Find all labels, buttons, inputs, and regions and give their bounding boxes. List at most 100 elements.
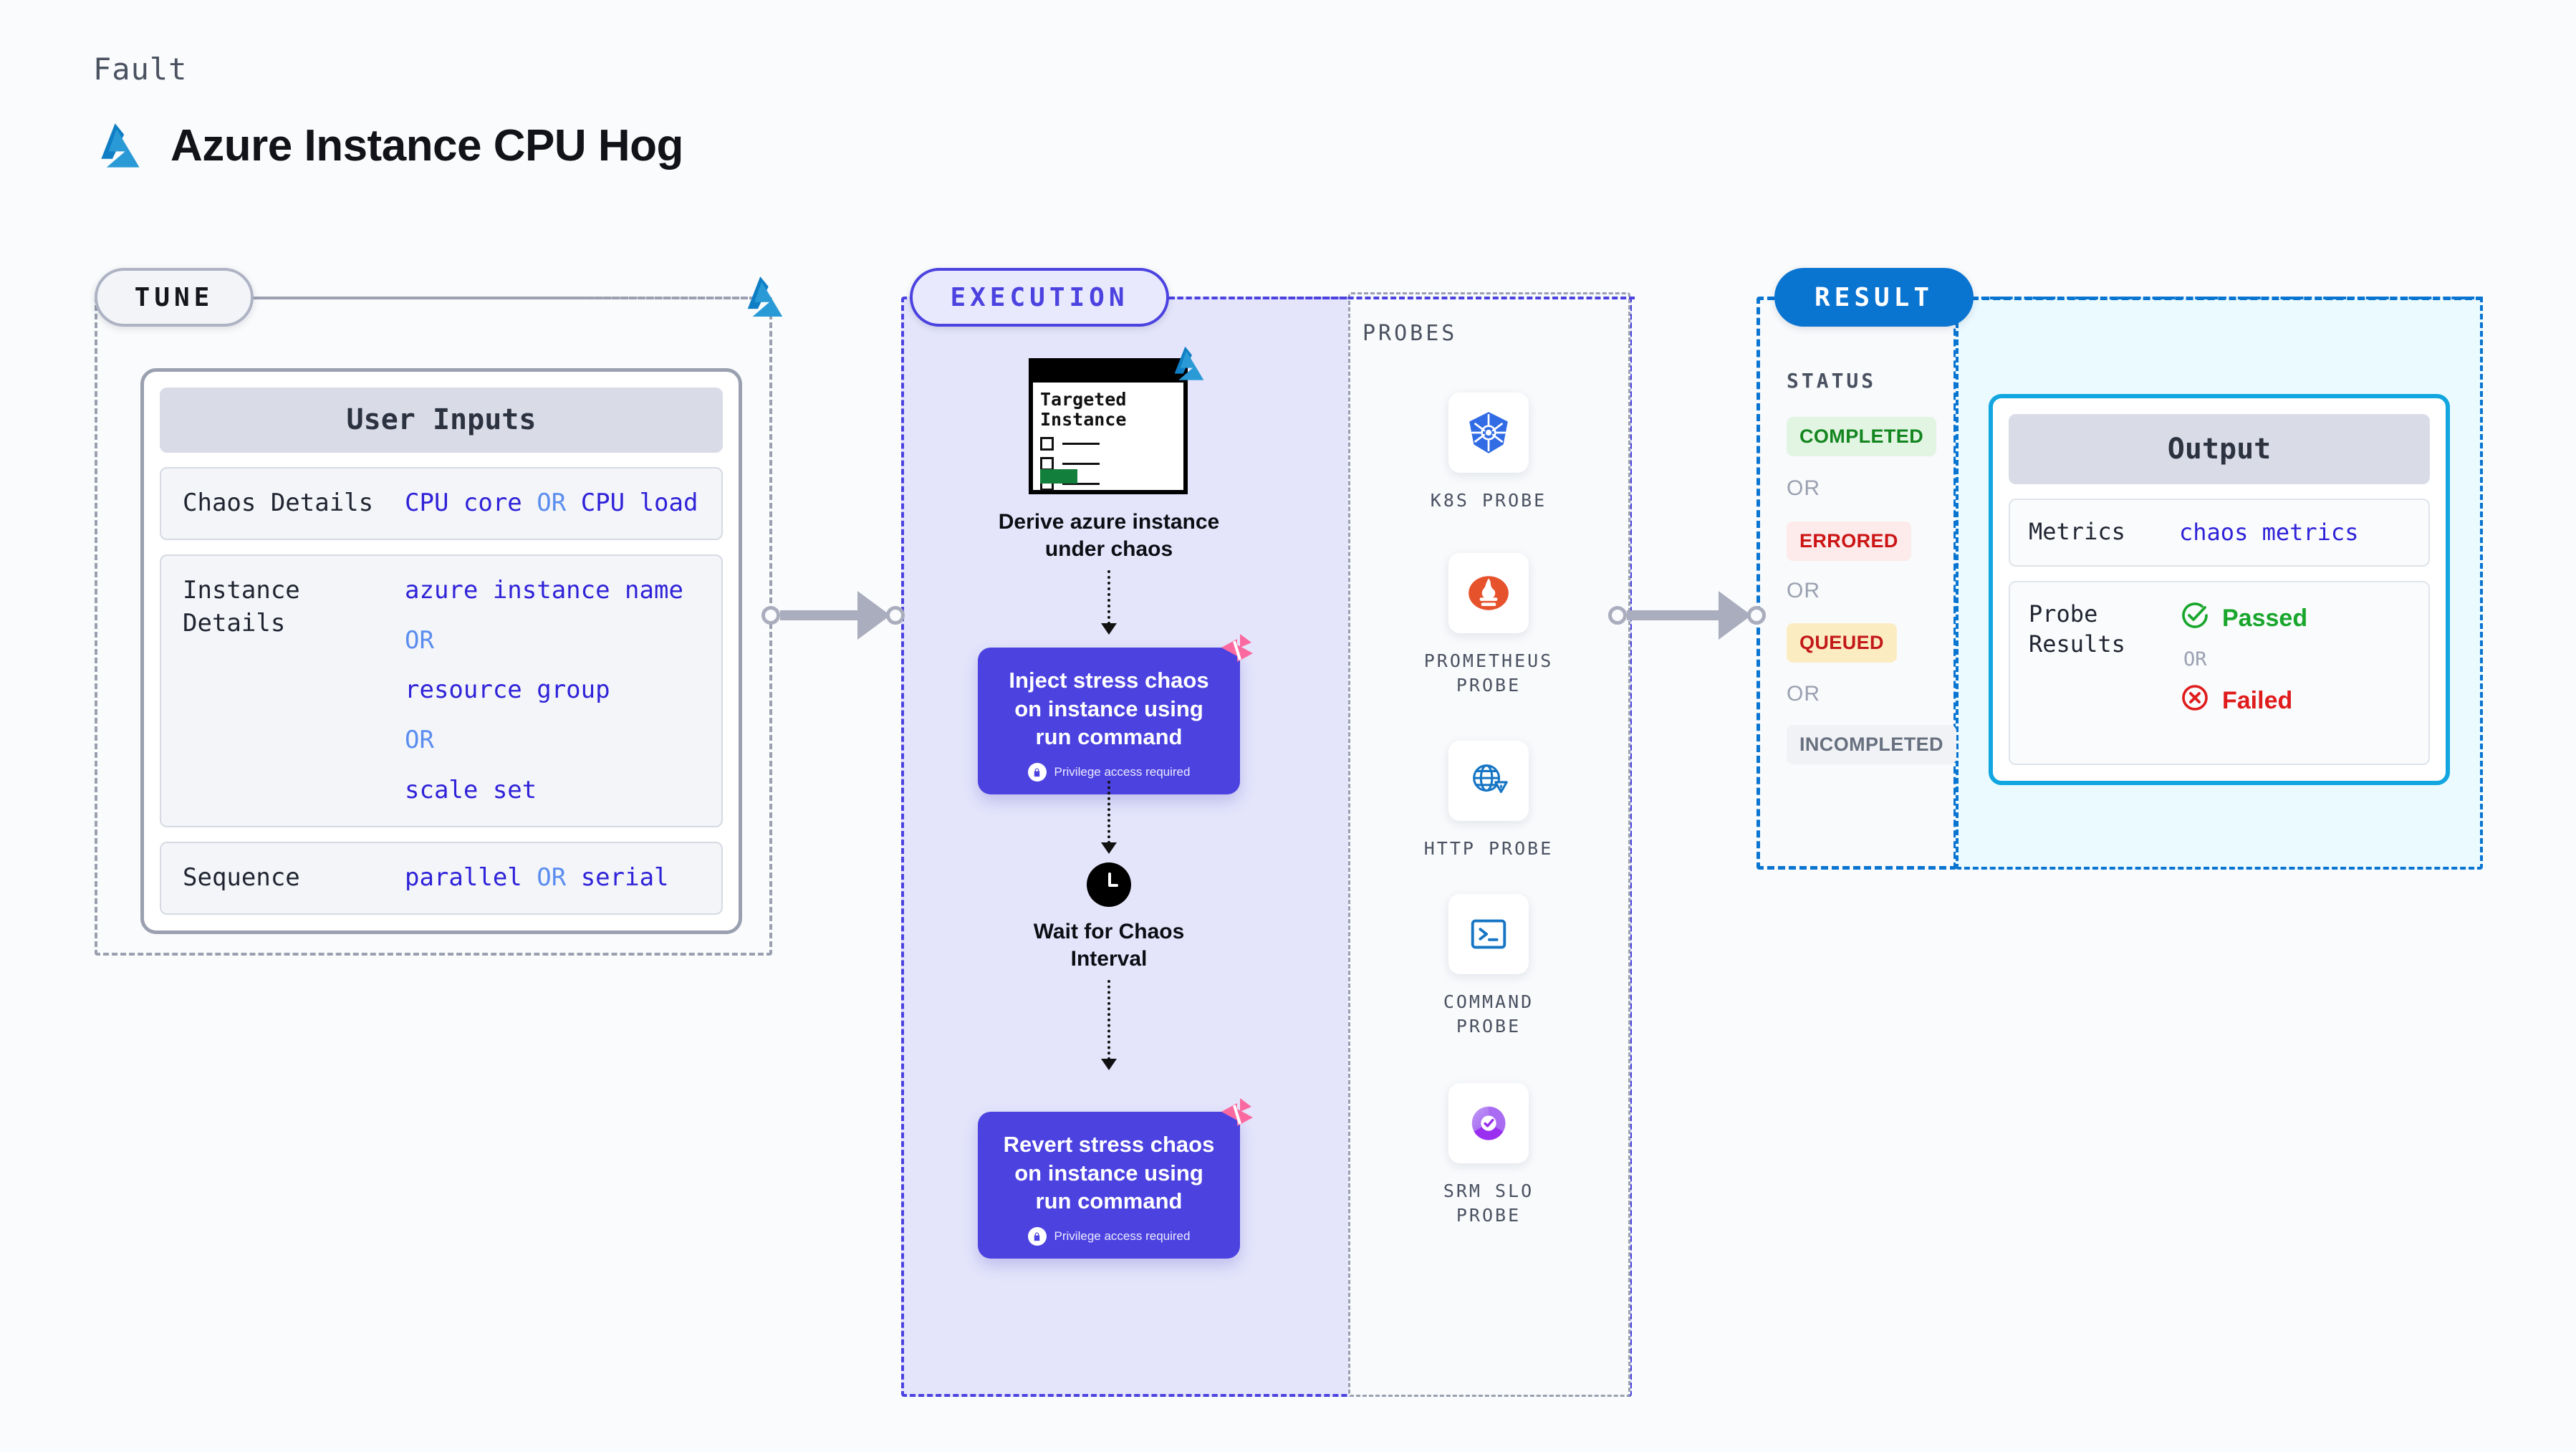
window-title-bar — [1029, 358, 1188, 383]
connector-tune-to-execution — [761, 591, 905, 640]
probe-label: K8S PROBE — [1430, 490, 1547, 511]
flow-arrow-line — [1107, 781, 1110, 844]
connector-dot — [761, 606, 780, 625]
result-panel — [1756, 297, 1957, 870]
instance-details-values: azure instance name OR resource group OR… — [405, 574, 683, 807]
sequence-value: parallel OR serial — [405, 862, 669, 895]
tune-badge[interactable]: TUNE — [95, 268, 254, 327]
terminal-icon — [1448, 894, 1529, 974]
connector-dot — [1747, 606, 1766, 625]
failed-label: Failed — [2222, 686, 2293, 714]
probe-label: COMMAND PROBE — [1443, 991, 1534, 1037]
metrics-key: Metrics — [2029, 518, 2125, 545]
arrow-head-icon — [857, 591, 890, 640]
inject-privilege-text: Privilege access required — [1054, 765, 1191, 779]
inject-privilege-note: Privilege access required — [992, 763, 1226, 782]
status-badge-completed: COMPLETED — [1787, 417, 1937, 456]
lock-icon — [1027, 763, 1047, 782]
targeted-instance-title: Targeted Instance — [1040, 389, 1127, 430]
clock-icon — [1087, 862, 1131, 907]
probe-results-key: Probe Results — [2029, 600, 2125, 658]
placeholder-line — [1062, 443, 1100, 445]
instance-details-key: Instance Details — [183, 575, 300, 638]
litmus-chaos-icon — [1219, 632, 1256, 673]
probe-http[interactable]: HTTP PROBE — [1388, 741, 1589, 861]
placeholder-line — [1062, 463, 1100, 465]
fault-kicker: Fault — [93, 52, 188, 87]
revert-stress-card[interactable]: Revert stress chaos on instance using ru… — [978, 1098, 1253, 1259]
metrics-value: chaos metrics — [2179, 519, 2359, 546]
sequence-value-a: parallel — [405, 863, 522, 893]
passed-label: Passed — [2222, 604, 2308, 632]
table-row: Chaos Details CPU core OR CPU load — [160, 466, 723, 540]
execution-flow: Targeted Instance Derive azure instance … — [901, 297, 1348, 1397]
flow-arrow-line — [1107, 570, 1110, 625]
chaos-details-key: Chaos Details — [183, 488, 374, 517]
table-row: Instance Details azure instance name OR … — [160, 554, 723, 828]
probes-title: PROBES — [1363, 321, 1458, 346]
inject-stress-card[interactable]: Inject stress chaos on instance using ru… — [978, 634, 1253, 795]
execution-dash-line — [1169, 297, 1635, 299]
page-title: Azure Instance CPU Hog — [170, 121, 683, 170]
probe-srm-slo[interactable]: SRM SLO PROBE — [1388, 1083, 1589, 1228]
result-badge[interactable]: RESULT — [1774, 268, 1974, 327]
litmus-chaos-icon — [1219, 1096, 1256, 1137]
chaos-details-value-a: CPU core — [405, 488, 522, 517]
status-bar-green — [1040, 469, 1077, 484]
probe-results-row: Probe Results Passed OR — [2009, 581, 2430, 765]
list-item — [1040, 437, 1100, 451]
probes-panel — [1348, 292, 1630, 1397]
probe-result-passed: Passed — [2179, 600, 2307, 637]
azure-logo-icon — [741, 275, 789, 323]
check-circle-icon — [2179, 600, 2211, 637]
targeted-instance-card: Targeted Instance — [1029, 346, 1204, 494]
flow-arrow-line — [1107, 980, 1110, 1060]
probe-results-values: Passed OR Failed — [2179, 600, 2307, 719]
prometheus-icon — [1448, 553, 1529, 633]
lock-icon — [1027, 1227, 1047, 1246]
connector-execution-to-result — [1608, 591, 1766, 640]
instance-value-2: scale set — [405, 776, 537, 805]
output-card: Output Metrics chaos metrics Probe Resul… — [1989, 394, 2450, 785]
derive-instance-caption: Derive azure instance under chaos — [998, 510, 1220, 561]
revert-stress-title: Revert stress chaos on instance using ru… — [1003, 1132, 1215, 1214]
or-label: OR — [1787, 476, 1820, 500]
or-label: OR — [405, 625, 434, 655]
srm-slo-donut-icon — [1448, 1083, 1529, 1163]
or-label: OR — [537, 488, 567, 517]
probe-k8s[interactable]: K8S PROBE — [1388, 393, 1589, 513]
user-inputs-card: User Inputs Chaos Details CPU core OR CP… — [140, 368, 742, 934]
azure-logo-icon — [1169, 345, 1209, 386]
flow-arrow-head-icon — [1101, 842, 1117, 854]
instance-value-1: resource group — [405, 675, 610, 705]
flow-arrow-head-icon — [1101, 623, 1117, 635]
execution-badge[interactable]: EXECUTION — [910, 268, 1169, 327]
revert-privilege-note: Privilege access required — [992, 1227, 1226, 1246]
sequence-key: Sequence — [183, 863, 300, 893]
or-label: OR — [1787, 682, 1820, 706]
table-row: Sequence parallel OR serial — [160, 842, 723, 915]
connector-line — [1627, 610, 1720, 620]
probe-prometheus[interactable]: PROMETHEUS PROBE — [1388, 553, 1589, 698]
output-title: Output — [2009, 414, 2430, 484]
connector-line — [780, 610, 859, 620]
arrow-head-icon — [1719, 591, 1751, 640]
placeholder-line — [1062, 483, 1100, 485]
metrics-row: Metrics chaos metrics — [2009, 499, 2430, 567]
x-circle-icon — [2179, 682, 2211, 719]
probe-result-failed: Failed — [2179, 682, 2307, 719]
chaos-details-value: CPU core OR CPU load — [405, 487, 698, 520]
checkbox-icon — [1040, 437, 1054, 451]
chaos-details-value-b: CPU load — [580, 488, 698, 517]
instance-value-0: azure instance name — [405, 575, 683, 605]
status-label: STATUS — [1787, 369, 1877, 393]
or-label: OR — [1787, 579, 1820, 602]
probe-command[interactable]: COMMAND PROBE — [1388, 894, 1589, 1039]
page-title-row: Azure Instance CPU Hog — [95, 120, 683, 171]
revert-privilege-text: Privilege access required — [1054, 1229, 1191, 1244]
connector-dot — [886, 606, 905, 625]
or-label: OR — [2183, 648, 2207, 671]
tune-dash-line — [255, 297, 756, 299]
connector-dot — [1608, 606, 1627, 625]
status-badge-incompleted: INCOMPLETED — [1787, 725, 1956, 764]
